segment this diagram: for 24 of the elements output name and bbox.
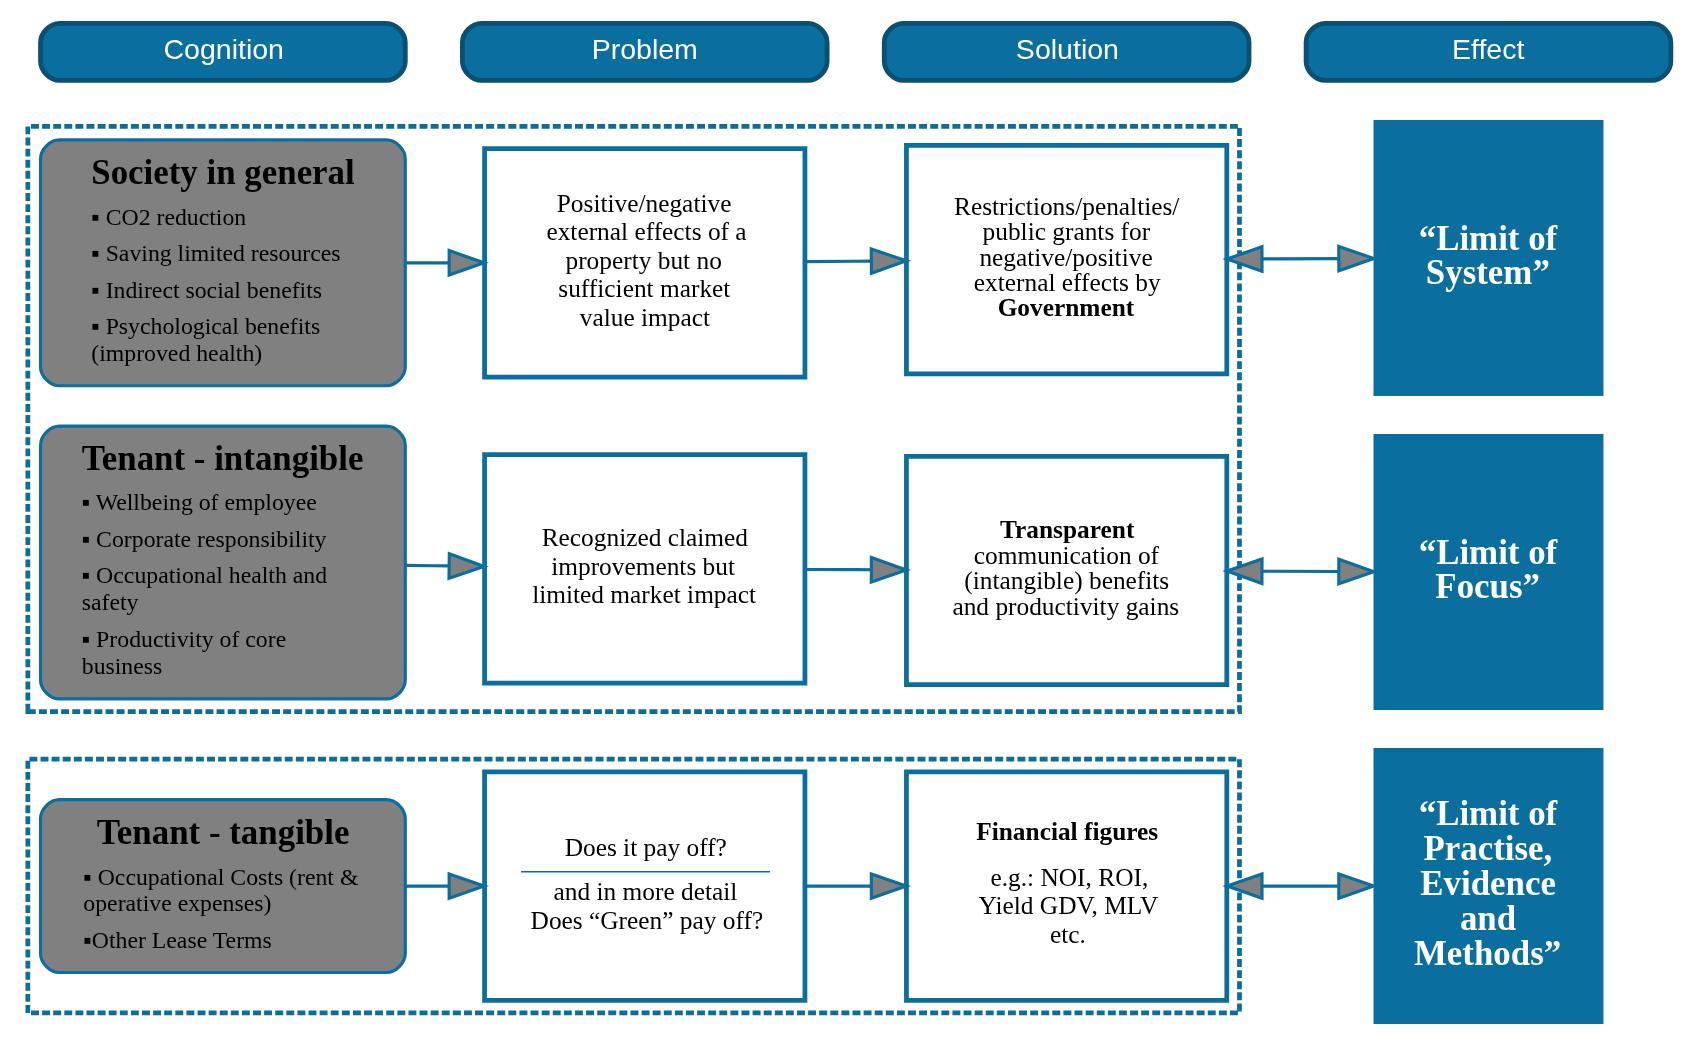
node-box: “Limit of Focus” <box>1373 433 1604 710</box>
cluster <box>25 756 1242 1015</box>
node-box: Does it pay off? and in more detail Does “Green” pay off? <box>482 769 808 1003</box>
cluster <box>25 123 1242 714</box>
arrow <box>805 871 912 901</box>
node-box: Effect <box>1303 20 1674 83</box>
arrow <box>805 246 912 276</box>
node-box: Tenant - intangible ▪ Wellbeing of employee ▪ Corporate responsibility ▪ Occupational health and safety ▪ Productivity of core business <box>38 424 407 701</box>
node-box: “Limit of System” <box>1373 119 1604 396</box>
node-box: Positive/negative external effects of a property but no sufficient market value impact <box>482 145 808 379</box>
node-box: Solution <box>881 20 1252 83</box>
arrow <box>805 554 912 584</box>
node-box: Society in general ▪ CO2 reduction ▪ Saving limited resources ▪ Indirect social benefits ▪ Psychological benefits (improved health) <box>38 137 407 387</box>
node-box: Recognized claimed improvements but limited market impact <box>482 451 808 685</box>
node-box: Tenant - tangible ▪ Occupational Costs (rent & operative expenses) ▪Other Lease Terms <box>38 797 407 974</box>
node-box: Financial figures e.g.: NOI, ROI, Yield GDV, MLV etc. <box>904 769 1230 1003</box>
arrow <box>405 871 489 901</box>
node-box: Transparent communication of (intangible) benefits and productivity gains <box>904 453 1230 687</box>
node-box: Restrictions/penalties/ public grants for negative/positive external effects by Government <box>904 142 1230 376</box>
node-box: Problem <box>460 20 830 83</box>
arrow <box>405 551 489 580</box>
node-box: Cognition <box>38 20 408 83</box>
arrow <box>405 247 489 277</box>
node-box: “Limit of Practise, Evidence and Methods” <box>1373 747 1604 1024</box>
